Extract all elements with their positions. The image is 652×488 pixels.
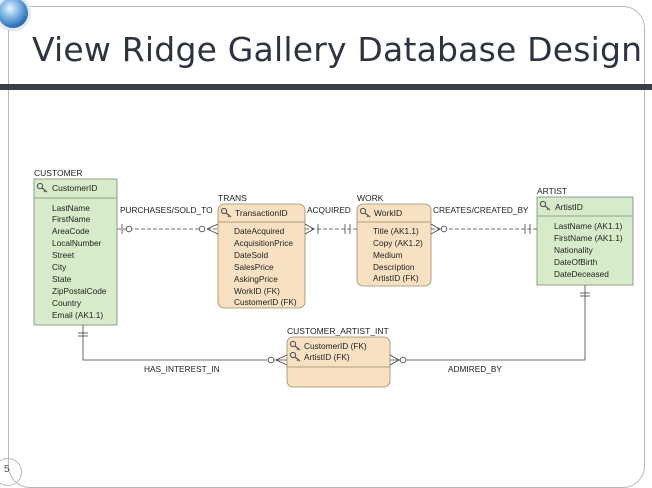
relationship-label-purchases: PURCHASES/SOLD_TO: [120, 205, 213, 215]
customer-attr: LocalNumber: [52, 238, 102, 248]
customer-attr: LastName: [52, 203, 90, 213]
customer-attr: Street: [52, 250, 75, 260]
artist-attr: LastName (AK1.1): [554, 221, 622, 231]
customer-artist-int-key: ArtistID (FK): [304, 352, 350, 362]
artist-entity: ArtistID LastName (AK1.1) FirstName (AK1…: [536, 196, 634, 286]
work-attr: Title (AK1.1): [373, 226, 419, 236]
customer-attr: City: [52, 262, 67, 272]
trans-attr: WorkID (FK): [234, 286, 280, 296]
relationship-lines: [78, 223, 590, 366]
customer-artist-int-key: CustomerID (FK): [304, 341, 367, 351]
work-key: WorkID: [374, 208, 402, 218]
trans-attr: SalesPrice: [234, 262, 274, 272]
customer-artist-int-entity: CustomerID (FK) ArtistID (FK): [286, 336, 391, 388]
customer-attr: Country: [52, 298, 82, 308]
relationship-label-admired: ADMIRED_BY: [448, 364, 502, 374]
relationship-label-creates: CREATES/CREATED_BY: [433, 205, 529, 215]
customer-key: CustomerID: [52, 183, 97, 193]
customer-attr: FirstName: [52, 214, 91, 224]
customer-attr: Email (AK1.1): [52, 310, 103, 320]
trans-attr: AcquisitionPrice: [234, 238, 293, 248]
artist-attr: DateOfBirth: [554, 257, 598, 267]
artist-attr: Nationality: [554, 245, 594, 255]
trans-attr: AskingPrice: [234, 274, 278, 284]
page-number: 5: [4, 464, 10, 475]
has-interest-line: [82, 325, 287, 361]
customer-entity: CustomerID LastName FirstName AreaCode L…: [33, 178, 118, 326]
work-attr: Medium: [373, 250, 403, 260]
globe-orb-icon: [0, 0, 28, 28]
admired-by-line: [390, 285, 586, 361]
slide-title: View Ridge Gallery Database Design: [32, 30, 643, 69]
customer-attr: ZipPostalCode: [52, 286, 107, 296]
customer-artist-int-entity-name: CUSTOMER_ARTIST_INT: [287, 326, 389, 336]
trans-entity: TransactionID DateAcquired AcquisitionPr…: [217, 203, 306, 309]
customer-entity-name: CUSTOMER: [34, 168, 83, 178]
relationship-label-acquired: ACQUIRED: [307, 205, 351, 215]
trans-attr: DateSold: [234, 250, 269, 260]
work-attr: ArtistID (FK): [373, 273, 419, 283]
trans-attr: CustomerID (FK): [234, 297, 297, 307]
trans-attr: DateAcquired: [234, 226, 285, 236]
work-entity-name: WORK: [357, 193, 384, 203]
work-attr: Description: [373, 262, 415, 272]
trans-entity-name: TRANS: [218, 193, 247, 203]
artist-entity-name: ARTIST: [537, 186, 567, 196]
er-diagram: CUSTOMER CustomerID LastName FirstName A…: [33, 168, 634, 388]
relationship-label-has-interest: HAS_INTEREST_IN: [144, 364, 220, 374]
artist-attr: DateDeceased: [554, 269, 609, 279]
artist-key: ArtistID: [555, 202, 583, 212]
title-underline-bar: [0, 84, 652, 90]
customer-attr: AreaCode: [52, 226, 90, 236]
work-attr: Copy (AK1.2): [373, 238, 423, 248]
work-entity: WorkID Title (AK1.1) Copy (AK1.2) Medium…: [356, 203, 432, 287]
customer-attr: State: [52, 274, 72, 284]
trans-key: TransactionID: [235, 208, 288, 218]
artist-attr: FirstName (AK1.1): [554, 233, 623, 243]
